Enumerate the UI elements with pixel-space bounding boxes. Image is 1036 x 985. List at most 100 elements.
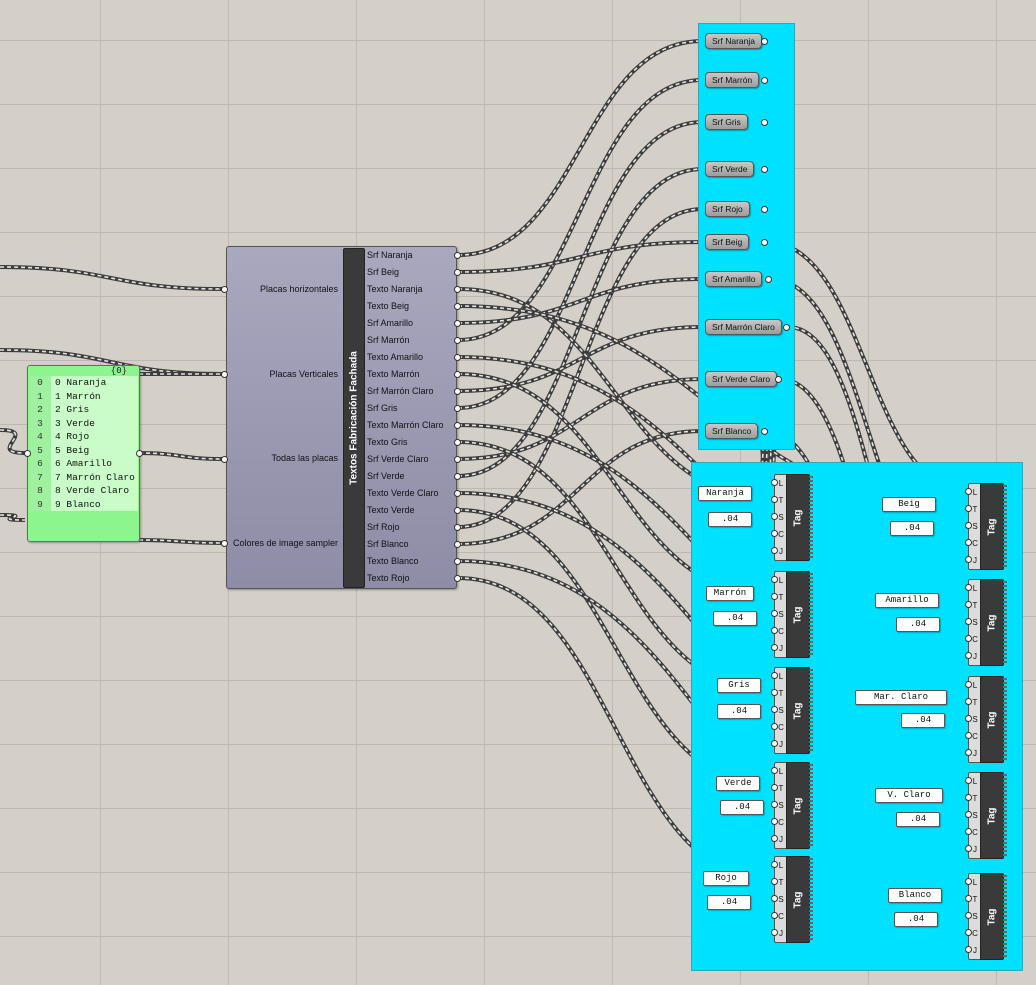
tag-input-port[interactable] bbox=[965, 681, 972, 688]
tag-text-panel[interactable]: Verde bbox=[716, 776, 760, 791]
cluster-output-port[interactable] bbox=[454, 354, 461, 361]
tag-input-port[interactable] bbox=[771, 610, 778, 617]
cluster-output-port[interactable] bbox=[454, 558, 461, 565]
tag-input-port[interactable] bbox=[771, 895, 778, 902]
cluster-output-port[interactable] bbox=[454, 371, 461, 378]
cluster-output-port[interactable] bbox=[454, 473, 461, 480]
tag-input-port[interactable] bbox=[771, 723, 778, 730]
tag-text-panel[interactable]: Marrón bbox=[706, 586, 754, 601]
tag-text-panel[interactable]: Gris bbox=[717, 678, 761, 693]
tag-input-port[interactable] bbox=[965, 929, 972, 936]
wire[interactable] bbox=[457, 277, 704, 325]
tag-size-panel[interactable]: .04 bbox=[890, 521, 934, 536]
surface-output-port[interactable] bbox=[761, 166, 768, 173]
tag-input-port[interactable] bbox=[771, 576, 778, 583]
tag-text-panel[interactable]: Naranja bbox=[698, 486, 752, 501]
tag-input-port[interactable] bbox=[771, 801, 778, 808]
tag-input-port[interactable] bbox=[771, 496, 778, 503]
cluster-output-port[interactable] bbox=[454, 541, 461, 548]
cluster-output-port[interactable] bbox=[454, 303, 461, 310]
tag-input-port[interactable] bbox=[771, 672, 778, 679]
tag-input-port[interactable] bbox=[771, 627, 778, 634]
tag-input-port[interactable] bbox=[771, 479, 778, 486]
cluster-output-port[interactable] bbox=[454, 269, 461, 276]
textos-fabricacion-cluster[interactable]: Textos Fabricación Fachada Placas horizo… bbox=[226, 246, 457, 589]
tag-input-port[interactable] bbox=[965, 698, 972, 705]
surface-param[interactable]: Srf Marrón Claro bbox=[705, 319, 782, 335]
tag-text-panel[interactable]: V. Claro bbox=[875, 788, 943, 803]
surface-output-port[interactable] bbox=[761, 239, 768, 246]
tag-input-port[interactable] bbox=[965, 895, 972, 902]
tag-size-panel[interactable]: .04 bbox=[720, 800, 764, 815]
cluster-output-port[interactable] bbox=[454, 439, 461, 446]
tag-input-port[interactable] bbox=[965, 912, 972, 919]
cluster-output-port[interactable] bbox=[454, 524, 461, 531]
tag-input-port[interactable] bbox=[965, 618, 972, 625]
tag-input-port[interactable] bbox=[771, 767, 778, 774]
tag-input-port[interactable] bbox=[965, 845, 972, 852]
cluster-output-port[interactable] bbox=[454, 456, 461, 463]
tag-input-port[interactable] bbox=[771, 784, 778, 791]
cluster-output-port[interactable] bbox=[454, 507, 461, 514]
tag-input-port[interactable] bbox=[965, 652, 972, 659]
tag-input-port[interactable] bbox=[965, 539, 972, 546]
cluster-output-port[interactable] bbox=[454, 490, 461, 497]
cluster-input-port[interactable] bbox=[221, 456, 228, 463]
wire[interactable] bbox=[0, 265, 223, 291]
tag-input-port[interactable] bbox=[771, 513, 778, 520]
tag-input-port[interactable] bbox=[771, 929, 778, 936]
tag-input-port[interactable] bbox=[965, 522, 972, 529]
tag-input-port[interactable] bbox=[771, 593, 778, 600]
tag-text-panel[interactable]: Blanco bbox=[888, 888, 942, 903]
tag-input-port[interactable] bbox=[771, 878, 778, 885]
tag-text-panel[interactable]: Amarillo bbox=[875, 593, 939, 608]
tag-input-port[interactable] bbox=[965, 584, 972, 591]
cluster-input-port[interactable] bbox=[221, 540, 228, 547]
tag-input-port[interactable] bbox=[771, 835, 778, 842]
tag-input-port[interactable] bbox=[965, 732, 972, 739]
surface-output-port[interactable] bbox=[761, 119, 768, 126]
surface-param[interactable]: Srf Gris bbox=[705, 114, 748, 130]
cluster-output-port[interactable] bbox=[454, 388, 461, 395]
tag-size-panel[interactable]: .04 bbox=[896, 812, 940, 827]
surface-output-port[interactable] bbox=[761, 428, 768, 435]
tag-input-port[interactable] bbox=[771, 547, 778, 554]
surface-output-port[interactable] bbox=[761, 77, 768, 84]
panel-input-port[interactable] bbox=[24, 450, 31, 457]
cluster-output-port[interactable] bbox=[454, 286, 461, 293]
surface-param[interactable]: Srf Blanco bbox=[705, 423, 759, 439]
tag-input-port[interactable] bbox=[965, 794, 972, 801]
surface-param[interactable]: Srf Amarillo bbox=[705, 271, 763, 287]
tag-input-port[interactable] bbox=[965, 878, 972, 885]
surface-output-port[interactable] bbox=[783, 324, 790, 331]
surface-param[interactable]: Srf Beig bbox=[705, 234, 750, 250]
tag-input-port[interactable] bbox=[965, 828, 972, 835]
tag-input-port[interactable] bbox=[965, 601, 972, 608]
tag-size-panel[interactable]: .04 bbox=[713, 611, 757, 626]
tag-input-port[interactable] bbox=[965, 556, 972, 563]
tag-input-port[interactable] bbox=[771, 689, 778, 696]
tag-input-port[interactable] bbox=[965, 715, 972, 722]
surface-output-port[interactable] bbox=[765, 276, 772, 283]
surface-param[interactable]: Srf Verde bbox=[705, 161, 755, 177]
cluster-output-port[interactable] bbox=[454, 422, 461, 429]
surface-output-port[interactable] bbox=[775, 376, 782, 383]
surface-param[interactable]: Srf Verde Claro bbox=[705, 371, 778, 387]
cluster-output-port[interactable] bbox=[454, 405, 461, 412]
tag-input-port[interactable] bbox=[965, 946, 972, 953]
cluster-output-port[interactable] bbox=[454, 320, 461, 327]
cluster-output-port[interactable] bbox=[454, 575, 461, 582]
cluster-input-port[interactable] bbox=[221, 371, 228, 378]
surface-param[interactable]: Srf Naranja bbox=[705, 33, 762, 49]
cluster-input-port[interactable] bbox=[221, 286, 228, 293]
tag-size-panel[interactable]: .04 bbox=[717, 704, 761, 719]
tag-input-port[interactable] bbox=[771, 706, 778, 713]
tag-input-port[interactable] bbox=[771, 912, 778, 919]
tag-input-port[interactable] bbox=[965, 635, 972, 642]
